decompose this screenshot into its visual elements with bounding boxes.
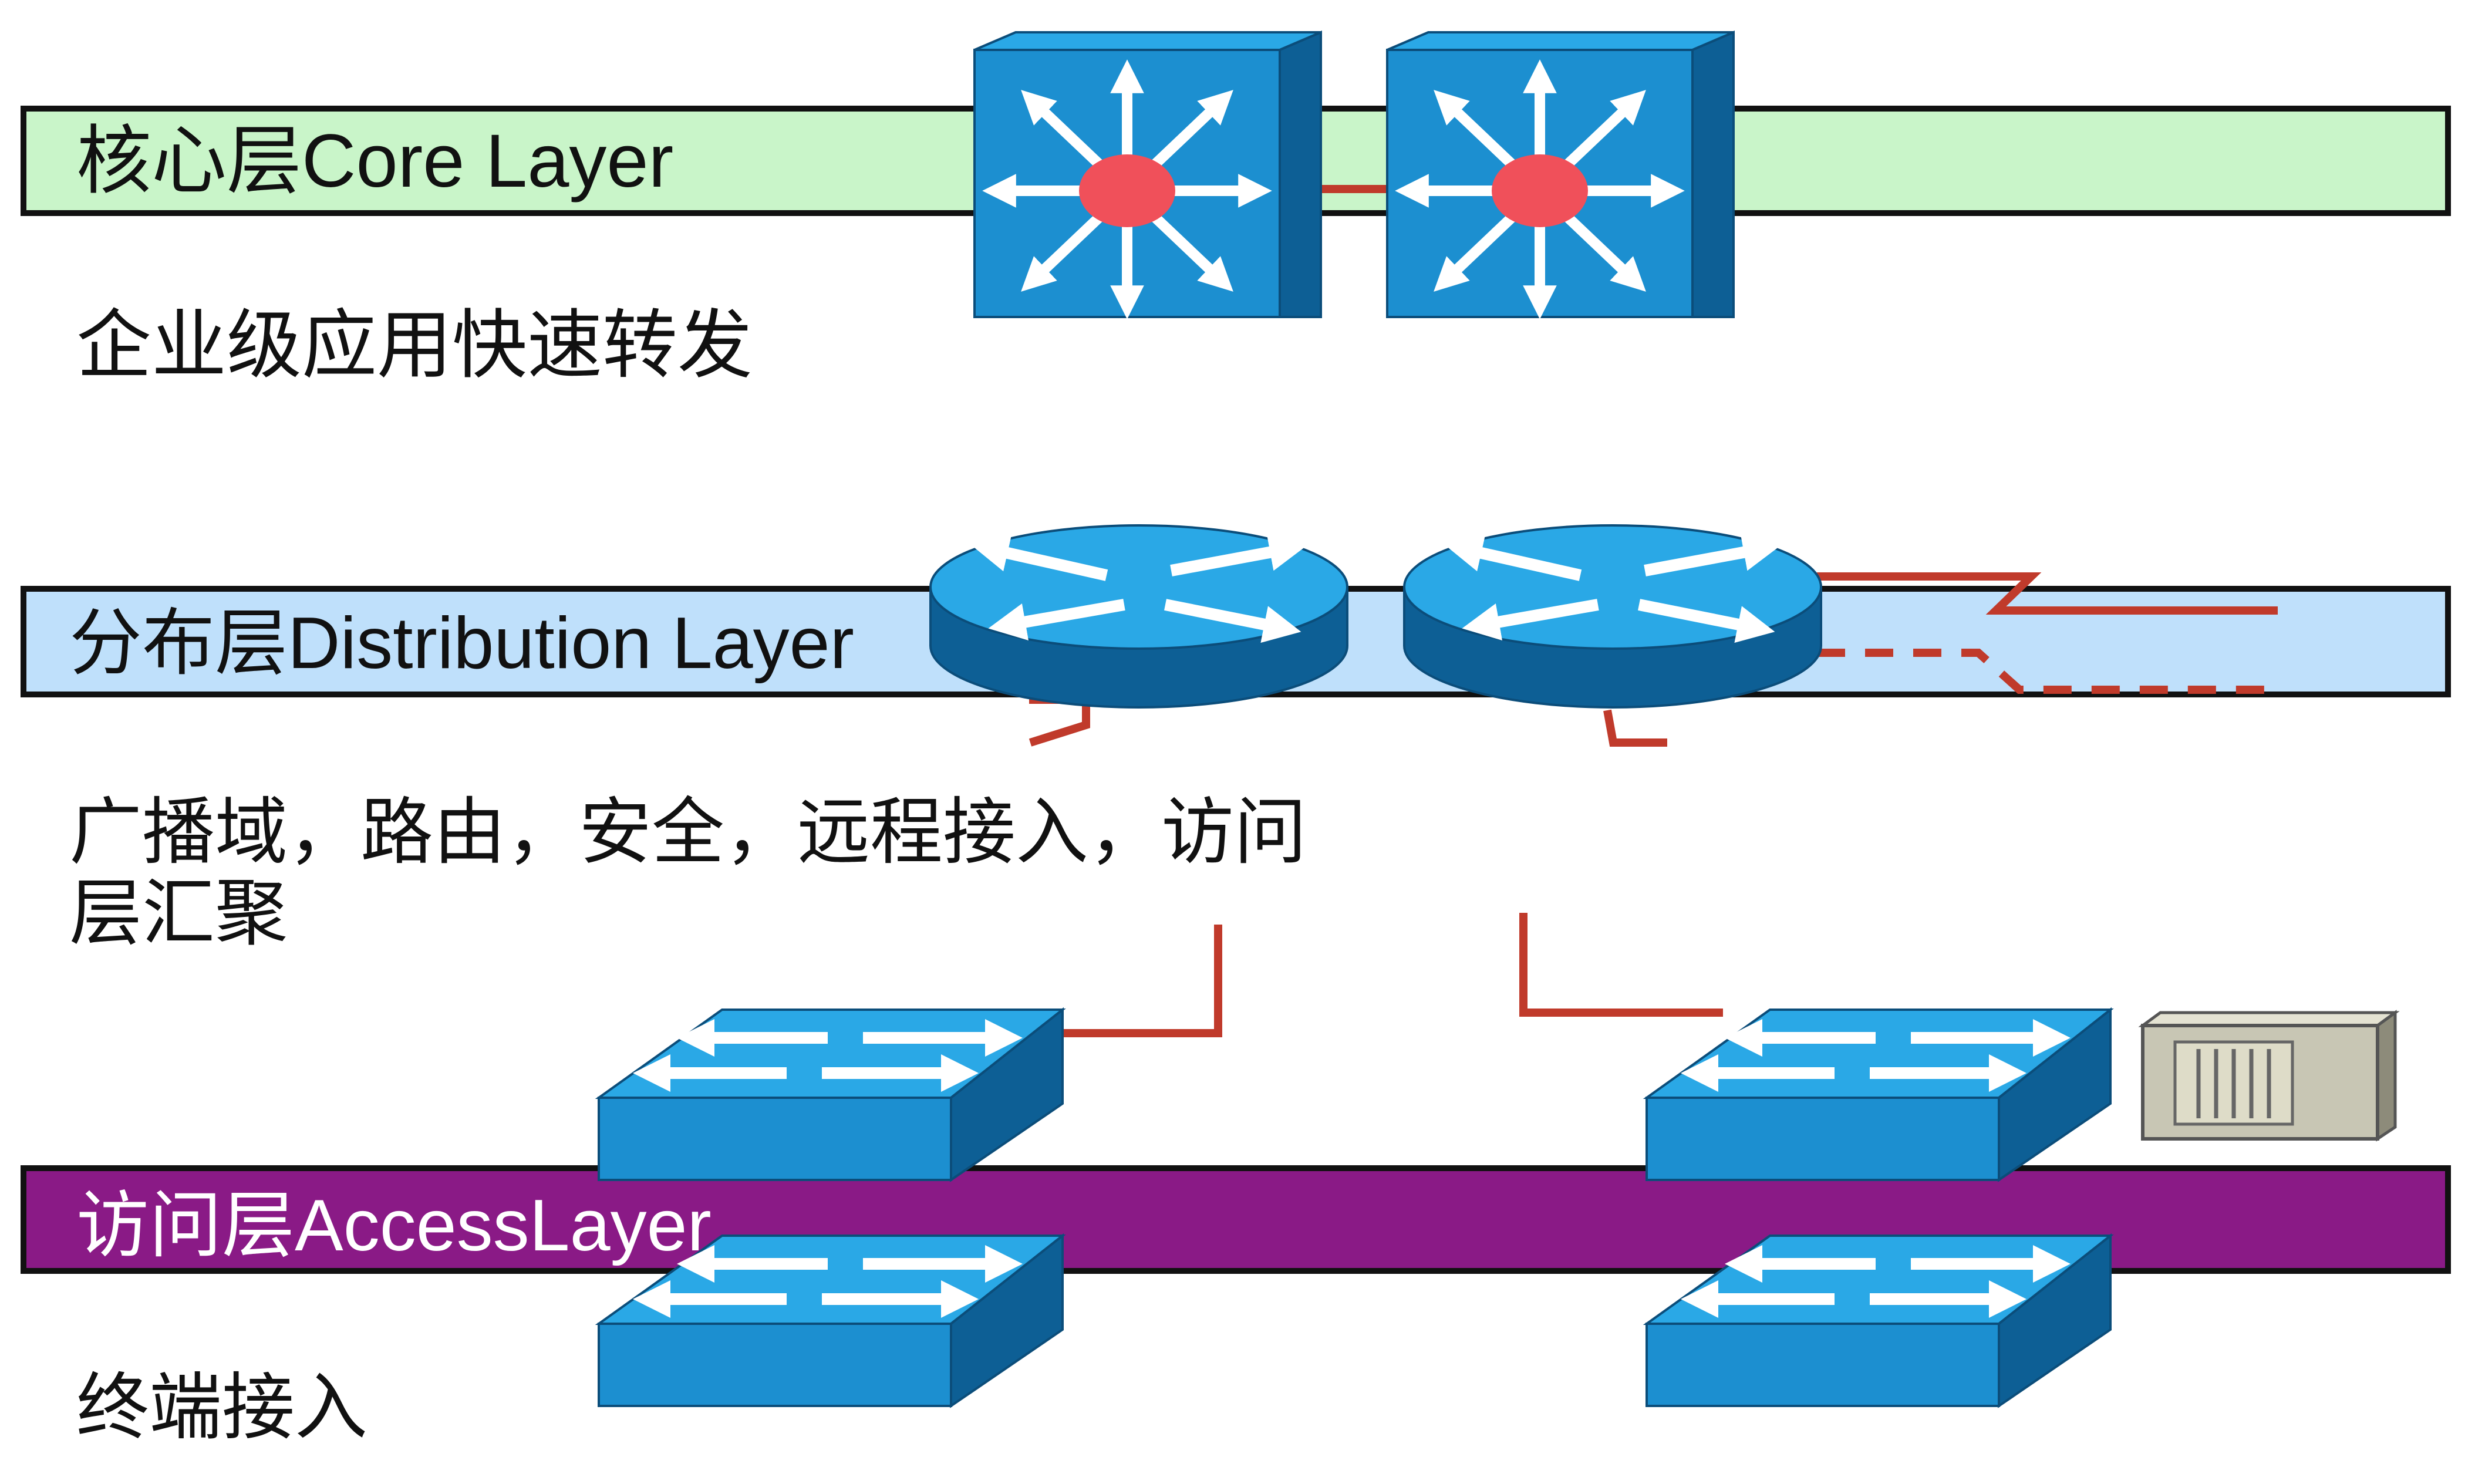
uplink-right [1519,913,1723,1017]
uplink-left [1060,925,1222,1037]
multilayer-switch-icon [1395,59,1685,319]
access-switch-3 [595,1233,1066,1408]
distribution-layer-description-line2: 层汇聚 [69,871,288,956]
workgroup-switch-icon [632,1018,1023,1092]
access-switch-4 [1643,1233,2114,1408]
access-layer-label: 访问层AccessLayer [76,1185,712,1266]
distribution-router-2 [1403,524,1822,709]
router-icon [1444,534,1781,643]
distribution-layer-label: 分布层Distribution Layer [69,603,854,684]
core-layer-description: 企业级应用快速转发 [76,302,753,389]
core-switch-2 [1386,30,1735,319]
access-layer-description: 终端接入 [76,1365,367,1450]
access-switch-2 [1643,1007,2114,1182]
core-switch-1 [973,30,1322,319]
router-icon [970,534,1307,643]
server-icon [2138,1010,2400,1142]
workgroup-switch-icon [632,1244,1023,1318]
workgroup-switch-icon [1680,1018,2071,1092]
wan-links [1817,572,2278,694]
workgroup-switch-icon [1680,1244,2071,1318]
core-layer-label: 核心层Core Layer [76,119,673,203]
distribution-layer-description-line1: 广播域，路由，安全，远程接入，访问 [69,790,1307,875]
access-switch-1 [595,1007,1066,1182]
multilayer-switch-icon [982,59,1272,319]
access-layer: 访问层AccessLayer 终端接入 [21,1165,2451,1450]
distribution-router-1 [929,524,1348,709]
